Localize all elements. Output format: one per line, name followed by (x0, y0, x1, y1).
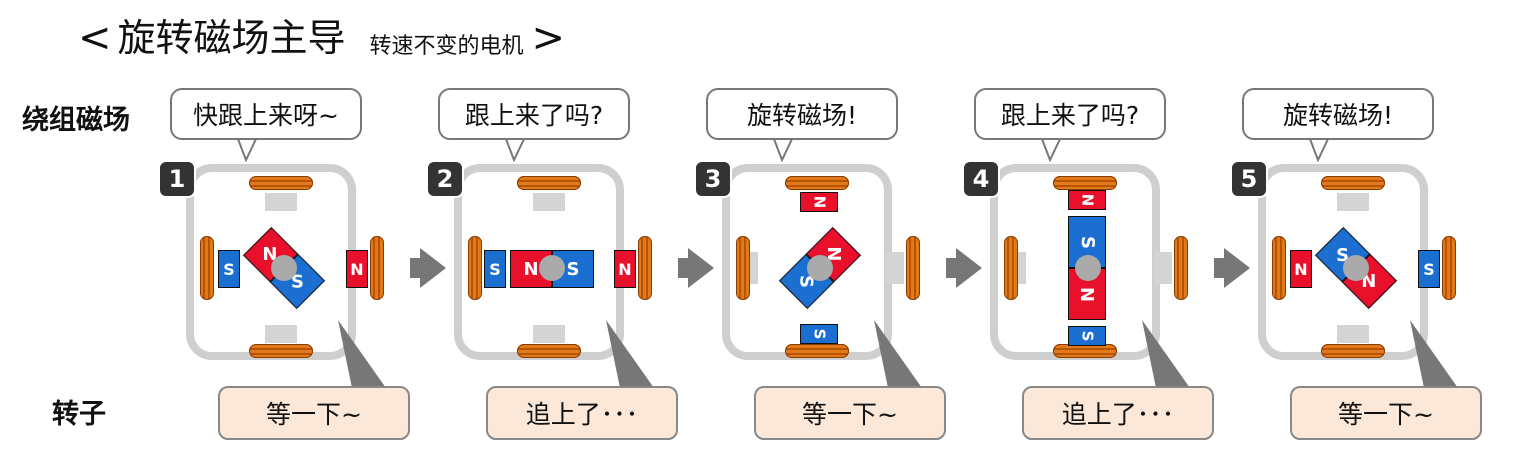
coil-bottom (249, 344, 313, 358)
bubble-tail (236, 138, 258, 163)
arrow-stem (678, 258, 690, 278)
stator-magnet-top-north: N (800, 192, 838, 212)
coil-left (468, 236, 482, 300)
coil-top (1321, 176, 1385, 190)
motor-step-3: N S N S 3 (694, 160, 920, 380)
rotor-bubble-4: 追上了･･･ (1022, 386, 1214, 440)
bubble-tail (1308, 138, 1330, 163)
rotor-bubble-5: 等一下~ (1290, 386, 1482, 440)
title-main: 旋转磁场主导 (117, 16, 346, 60)
coil-left (736, 236, 750, 300)
title-open-bracket: < (78, 15, 112, 61)
motor-step-5: N S S N 5 (1230, 160, 1456, 380)
winding-bubble-5: 旋转磁场! (1242, 88, 1434, 140)
motor-step-4: N S S N 4 (962, 160, 1188, 380)
winding-field-label: 绕组磁场 (22, 105, 130, 136)
stator-magnet-bottom-south: S (1068, 326, 1106, 346)
step-badge-4: 4 (962, 160, 1000, 198)
coil-left (1004, 236, 1018, 300)
arrow-right-icon (688, 248, 714, 288)
coil-right (1174, 236, 1188, 300)
arrow-stem (410, 258, 422, 278)
rotor-north: N (1068, 268, 1106, 320)
rotor-south: S (552, 250, 594, 288)
coil-bottom (785, 344, 849, 358)
arrow-right-icon (1224, 248, 1250, 288)
arrow-stem (946, 258, 958, 278)
stator-magnet-bottom-south: S (800, 324, 838, 344)
rotor-label: 转子 (52, 399, 106, 430)
stator-magnet-top-north: N (1068, 190, 1106, 210)
pole-top (1337, 193, 1369, 211)
coil-right (370, 236, 384, 300)
stator-magnet-right-north: N (346, 250, 368, 288)
stator-magnet-left-south: S (484, 250, 506, 288)
step-badge-2: 2 (426, 160, 464, 198)
bubble-tail (504, 138, 526, 163)
arrow-stem (1214, 258, 1226, 278)
coil-right (906, 236, 920, 300)
pole-bottom (265, 325, 297, 343)
rotor-south: S (1068, 216, 1106, 268)
pole-bottom (1337, 325, 1369, 343)
bubble-tail (1040, 138, 1062, 163)
winding-bubble-4: 跟上来了吗? (974, 88, 1166, 140)
step-badge-3: 3 (694, 160, 732, 198)
rotor-bubble-1: 等一下~ (218, 386, 410, 440)
pole-right (886, 252, 904, 284)
winding-bubble-1: 快跟上来呀~ (170, 88, 362, 140)
stator-magnet-left-south: S (218, 250, 240, 288)
coil-top (249, 176, 313, 190)
arrow-right-icon (956, 248, 982, 288)
coil-right (1442, 236, 1456, 300)
rotor-north: N (510, 250, 552, 288)
step-badge-1: 1 (158, 160, 196, 198)
coil-left (1272, 236, 1286, 300)
coil-left (200, 236, 214, 300)
arrow-right-icon (420, 248, 446, 288)
bubble-tail (772, 138, 794, 163)
winding-bubble-2: 跟上来了吗? (438, 88, 630, 140)
winding-bubble-3: 旋转磁场! (706, 88, 898, 140)
pole-right (1154, 252, 1172, 284)
coil-top (785, 176, 849, 190)
coil-right (638, 236, 652, 300)
rotor-bubble-3: 等一下~ (754, 386, 946, 440)
motor-step-2: S N N S 2 (426, 160, 652, 380)
coil-bottom (1053, 344, 1117, 358)
pole-top (533, 193, 565, 211)
coil-top (1053, 176, 1117, 190)
coil-bottom (517, 344, 581, 358)
stator-magnet-left-north: N (1290, 250, 1312, 288)
pole-bottom (533, 325, 565, 343)
step-badge-5: 5 (1230, 160, 1268, 198)
pole-top (265, 193, 297, 211)
stator-magnet-right-south: S (1418, 250, 1440, 288)
stator-magnet-right-north: N (614, 250, 636, 288)
rotor-bubble-2: 追上了･･･ (486, 386, 678, 440)
title-close-bracket: > (531, 15, 566, 61)
motor-step-1: S N N S 1 (158, 160, 384, 380)
coil-bottom (1321, 344, 1385, 358)
diagram-title: < 旋转磁场主导 转速不变的电机 > (78, 8, 565, 68)
coil-top (517, 176, 581, 190)
title-sub: 转速不变的电机 (369, 34, 524, 59)
